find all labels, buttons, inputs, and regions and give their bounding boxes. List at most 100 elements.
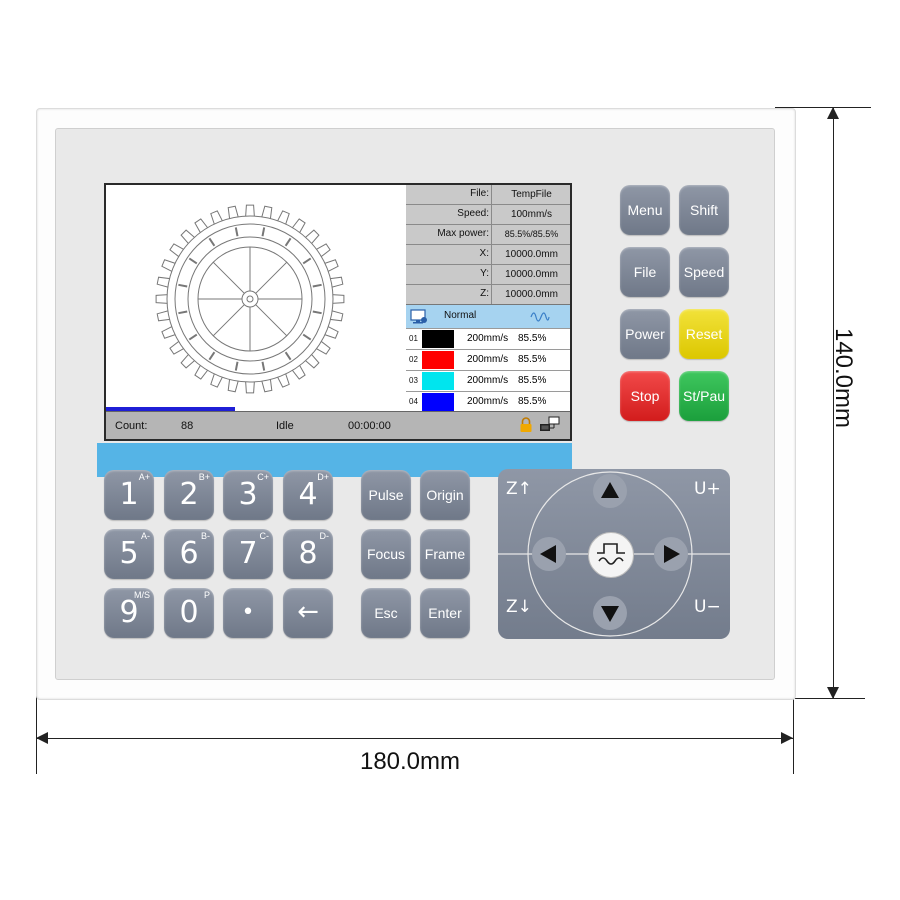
lock-icon bbox=[520, 417, 532, 432]
esc-button[interactable]: Esc bbox=[361, 588, 411, 638]
info-row-y: Y: 10000.0mm bbox=[406, 265, 570, 285]
enter-button[interactable]: Enter bbox=[420, 588, 470, 638]
gear-tooth bbox=[331, 294, 345, 304]
count-label: Count: bbox=[115, 420, 148, 432]
gear-slot bbox=[261, 227, 266, 237]
frame-button[interactable]: Frame bbox=[420, 529, 470, 579]
gear-design-icon bbox=[155, 204, 345, 394]
jog-right-button[interactable] bbox=[654, 537, 688, 571]
jog-left-button[interactable] bbox=[532, 537, 566, 571]
gear-slot bbox=[188, 257, 198, 265]
focus-button[interactable]: Focus bbox=[361, 529, 411, 579]
menu-button[interactable]: Menu bbox=[620, 185, 670, 235]
layer-row-03[interactable]: 03 200mm/s 85.5% bbox=[406, 370, 570, 391]
gear-tooth bbox=[245, 380, 255, 394]
job-info-panel: File: TempFile Speed: 100mm/s Max power:… bbox=[406, 185, 570, 305]
status-bar: Count: 88 Idle 00:00:00 bbox=[106, 411, 570, 439]
gear-slot bbox=[302, 257, 312, 265]
height-dimension-top-tick bbox=[775, 107, 871, 108]
jog-up-button[interactable] bbox=[593, 474, 627, 508]
network-icon bbox=[540, 416, 560, 431]
mode-bar[interactable]: Normal bbox=[406, 304, 570, 329]
lcd-screen: File: TempFile Speed: 100mm/s Max power:… bbox=[104, 183, 572, 441]
u-up-button[interactable]: U+ bbox=[694, 479, 721, 499]
elapsed-time: 00:00:00 bbox=[348, 420, 391, 432]
height-dimension-line bbox=[833, 107, 834, 699]
info-row-z: Z: 10000.0mm bbox=[406, 285, 570, 305]
layer-row-04[interactable]: 04 200mm/s 85.5% bbox=[406, 391, 570, 411]
info-row-max-power: Max power: 85.5%/85.5% bbox=[406, 225, 570, 245]
shift-button[interactable]: Shift bbox=[679, 185, 729, 235]
gear-slot bbox=[312, 310, 322, 315]
jog-down-button[interactable] bbox=[593, 596, 627, 630]
gear-slot bbox=[302, 333, 312, 341]
gear-tooth bbox=[155, 294, 169, 304]
layer-color-swatch bbox=[422, 330, 454, 348]
stop-button[interactable]: Stop bbox=[620, 371, 670, 421]
laser-pulse-button[interactable] bbox=[588, 532, 634, 578]
up-arrow-icon bbox=[601, 482, 619, 498]
gear-tooth bbox=[245, 204, 255, 218]
monitor-icon bbox=[410, 309, 427, 324]
layer-color-swatch bbox=[422, 351, 454, 369]
pulse-button[interactable]: Pulse bbox=[361, 470, 411, 520]
mode-label: Normal bbox=[444, 310, 477, 321]
gear-slot bbox=[312, 283, 322, 288]
z-down-button[interactable]: Z↓ bbox=[506, 597, 532, 617]
gear-slot bbox=[178, 310, 188, 315]
gear-slot bbox=[261, 361, 266, 371]
z-up-button[interactable]: Z↑ bbox=[506, 479, 532, 499]
gear-slot bbox=[208, 237, 216, 247]
jog-pad: Z↑ Z↓ U+ U− bbox=[498, 469, 730, 639]
right-arrow-icon bbox=[664, 545, 680, 563]
laser-pulse-icon bbox=[597, 543, 625, 565]
job-progress-bar bbox=[106, 407, 235, 411]
reset-button[interactable]: Reset bbox=[679, 309, 729, 359]
width-dimension-line bbox=[36, 738, 794, 739]
width-arrow-left-icon bbox=[36, 732, 48, 744]
info-row-file: File: TempFile bbox=[406, 185, 570, 205]
backspace-icon: ← bbox=[297, 597, 319, 627]
down-arrow-icon bbox=[601, 606, 619, 622]
gear-slot bbox=[208, 351, 216, 361]
start-pause-button[interactable]: St/Pau bbox=[679, 371, 729, 421]
width-dimension-right-tick bbox=[793, 676, 794, 774]
waveform-icon bbox=[530, 312, 550, 322]
machine-state: Idle bbox=[276, 420, 294, 432]
layer-color-swatch bbox=[422, 372, 454, 390]
gear-slot bbox=[234, 361, 239, 371]
u-down-button[interactable]: U− bbox=[694, 597, 721, 617]
design-preview[interactable] bbox=[106, 185, 406, 409]
speed-button[interactable]: Speed bbox=[679, 247, 729, 297]
info-row-speed: Speed: 100mm/s bbox=[406, 205, 570, 225]
key-dot[interactable]: • bbox=[223, 588, 273, 638]
width-arrow-right-icon bbox=[781, 732, 793, 744]
gear-spoke bbox=[255, 304, 288, 337]
file-button[interactable]: File bbox=[620, 247, 670, 297]
power-button[interactable]: Power bbox=[620, 309, 670, 359]
layer-row-01[interactable]: 01 200mm/s 85.5% bbox=[406, 328, 570, 349]
gear-spoke bbox=[212, 261, 245, 294]
info-row-x: X: 10000.0mm bbox=[406, 245, 570, 265]
height-dimension-label: 140.0mm bbox=[830, 327, 857, 429]
gear-slot bbox=[234, 227, 239, 237]
width-dimension-left-tick bbox=[36, 676, 37, 774]
layer-row-02[interactable]: 02 200mm/s 85.5% bbox=[406, 349, 570, 370]
key-backspace[interactable]: ← bbox=[283, 588, 333, 638]
gear-slot bbox=[178, 283, 188, 288]
gear-spoke bbox=[212, 304, 245, 337]
gear-slot bbox=[284, 237, 292, 247]
origin-button[interactable]: Origin bbox=[420, 470, 470, 520]
height-arrow-top-icon bbox=[827, 107, 839, 119]
height-arrow-bottom-icon bbox=[827, 687, 839, 699]
